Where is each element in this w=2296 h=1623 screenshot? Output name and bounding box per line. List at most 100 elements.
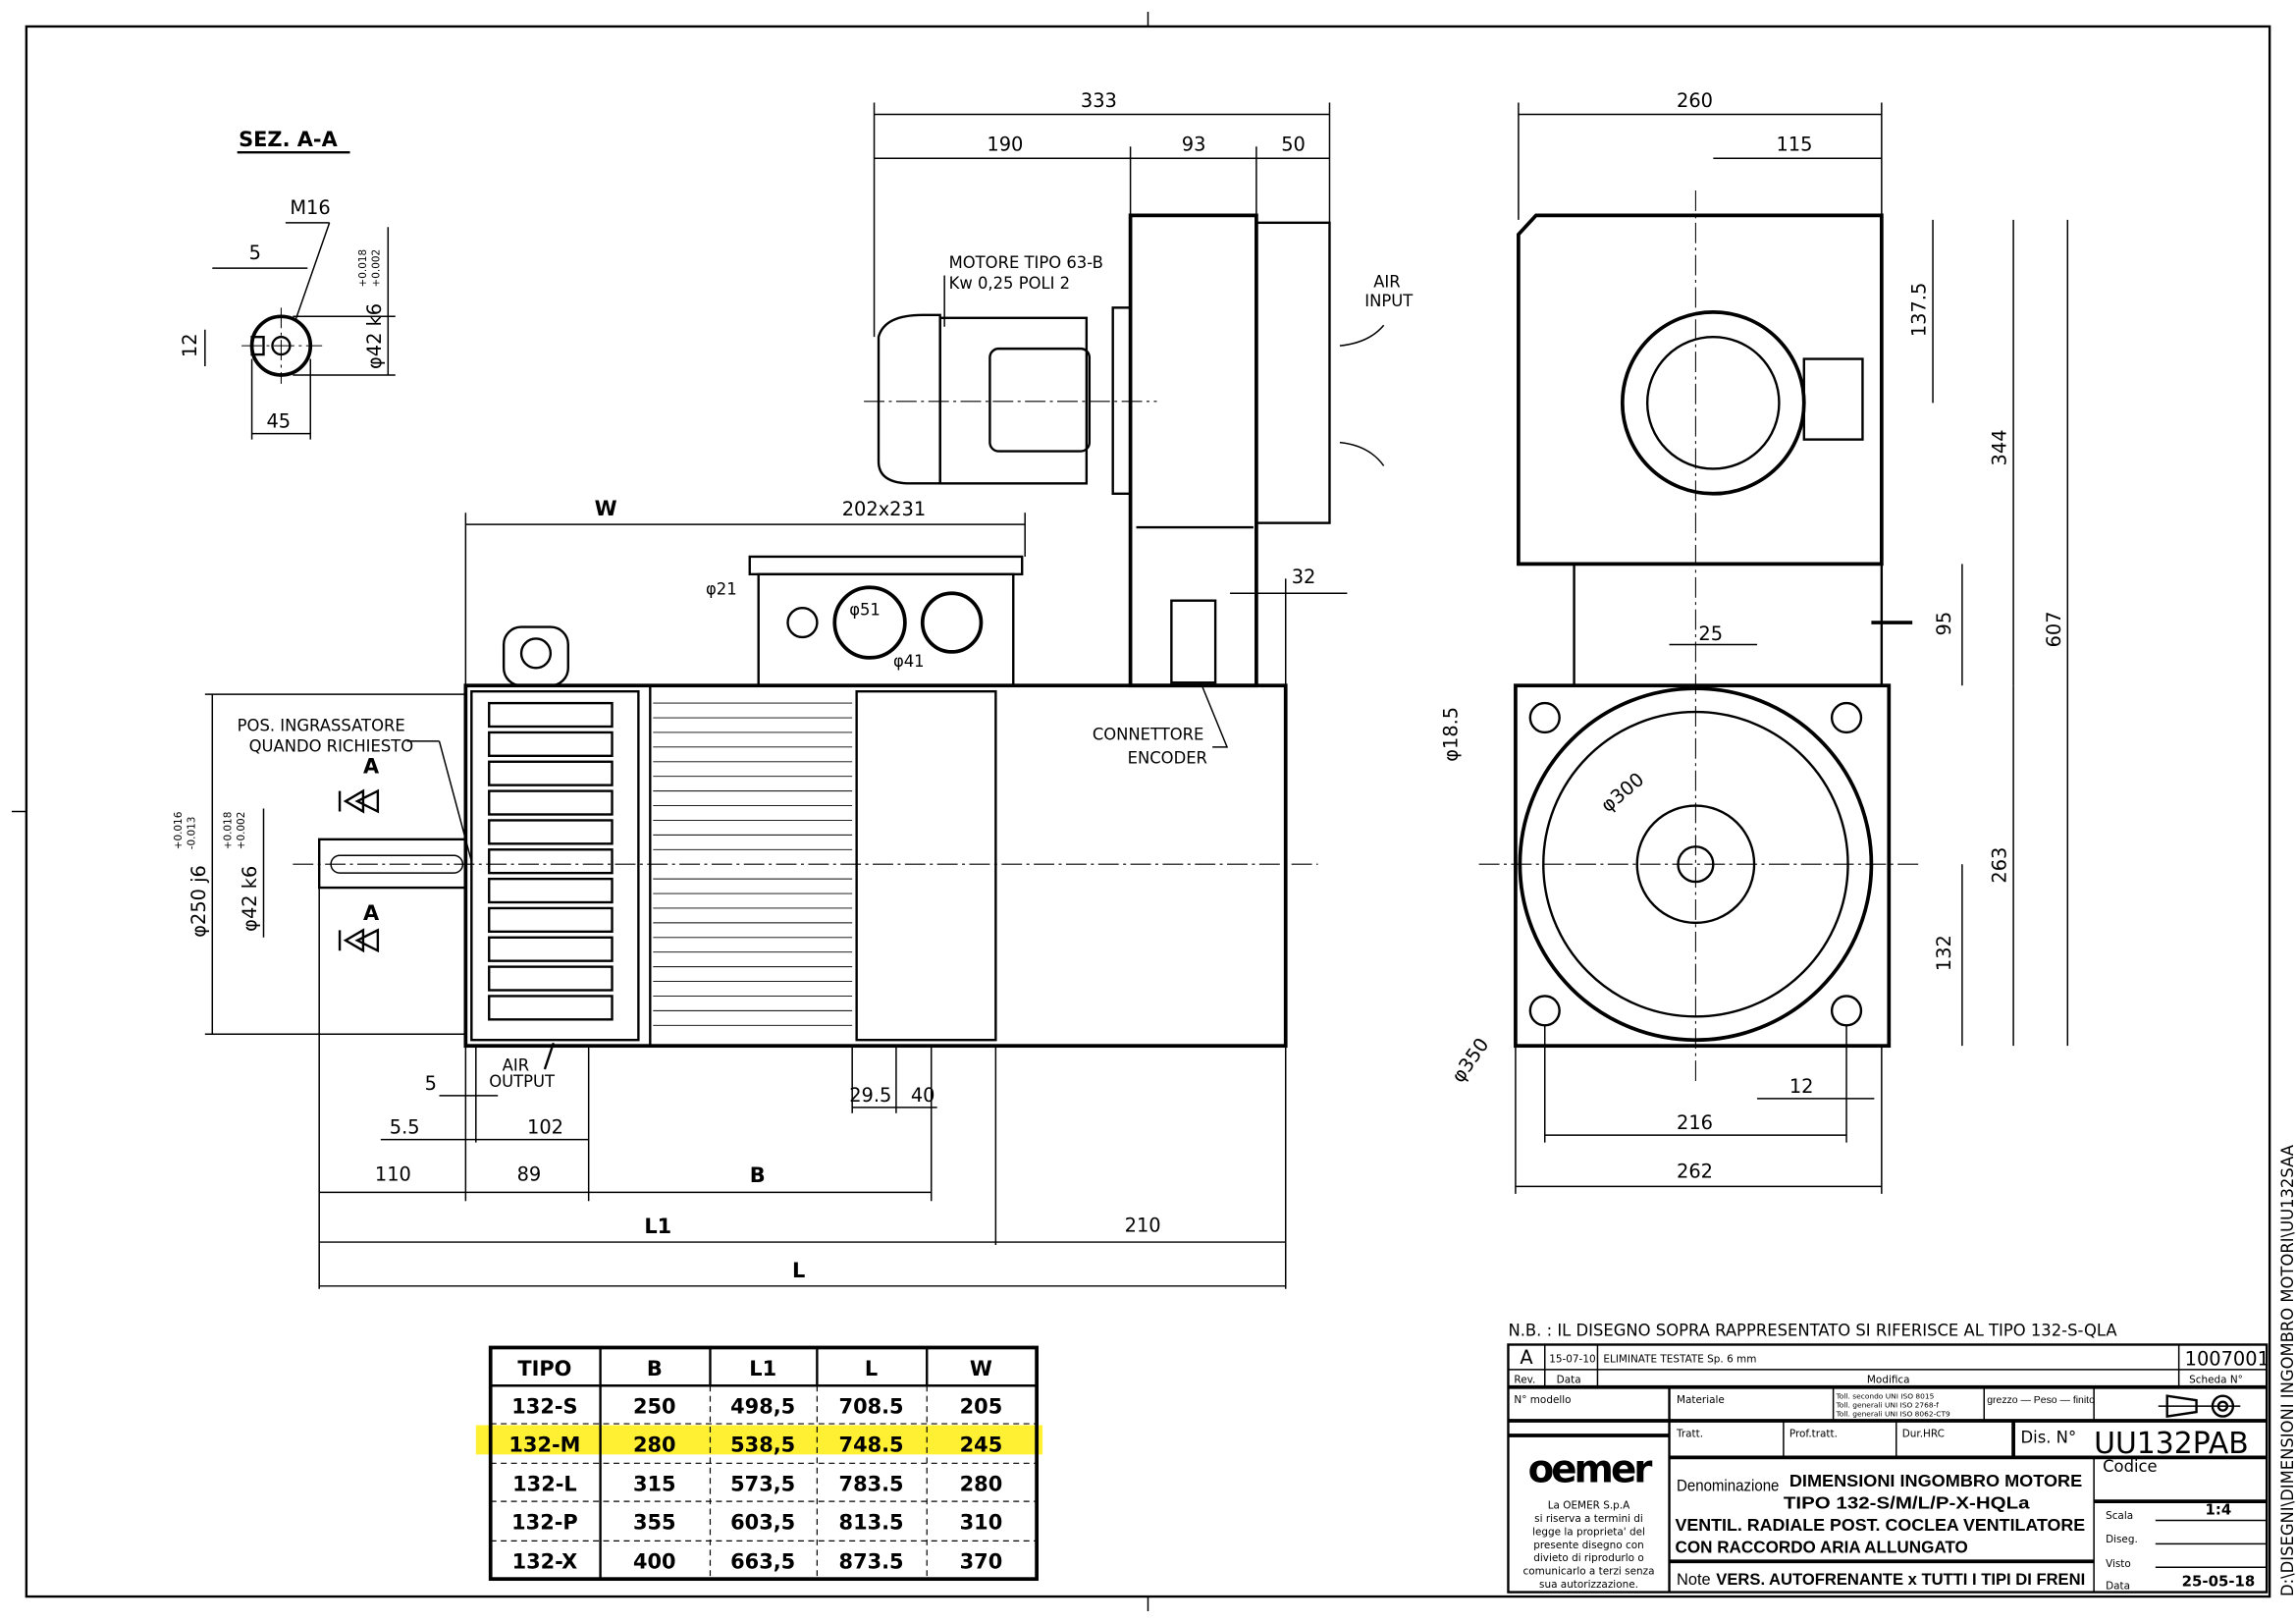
front-view: 260 115 137.5 344 607 95 25 φ18.5 φ300 2… <box>1439 89 2069 1194</box>
fan-cover-slots <box>488 701 614 1021</box>
dim-89: 89 <box>517 1163 542 1185</box>
dim-B: B <box>750 1163 766 1187</box>
rights-line: si riserva a termini di <box>1534 1513 1643 1525</box>
dim-50: 50 <box>1281 134 1306 156</box>
dim-phi300: φ300 <box>1596 768 1648 817</box>
table-cell: 708.5 <box>839 1395 904 1419</box>
scale-value: 1:4 <box>2206 1501 2232 1519</box>
drawing-note: N.B. : IL DISEGNO SOPRA RAPPRESENTATO SI… <box>1508 1322 2117 1340</box>
table-cell: 603,5 <box>730 1510 795 1534</box>
label-scala: Scala <box>2106 1510 2133 1522</box>
dim-W: W <box>595 497 617 520</box>
note-text: VERS. AUTOFRENANTE x TUTTI I TIPI DI FRE… <box>1716 1571 2085 1589</box>
label-diseg: Diseg. <box>2106 1534 2138 1545</box>
table-cell: 205 <box>960 1395 1003 1419</box>
dim-102: 102 <box>527 1116 563 1139</box>
table-cell: 748.5 <box>839 1433 904 1456</box>
dim-box: 202x231 <box>842 498 926 520</box>
section-arrow-top-icon <box>338 788 380 814</box>
denomination-3: VENTIL. RADIALE POST. COCLEA VENTILATORE <box>1676 1515 2086 1535</box>
denomination-4: CON RACCORDO ARIA ALLUNGATO <box>1676 1537 1968 1556</box>
dim-40: 40 <box>911 1084 935 1107</box>
dim-344: 344 <box>1989 429 2011 465</box>
table-cell: 873.5 <box>839 1550 904 1574</box>
table-cell: 498,5 <box>730 1395 795 1419</box>
side-view: A A POS. INGRASSATORE QUANDO RICHIESTO φ… <box>173 89 1414 1289</box>
encoder-note-1: CONNETTORE <box>1093 725 1204 743</box>
rights-line: presente disegno con <box>1533 1540 1643 1551</box>
table-header-w: W <box>970 1357 992 1380</box>
dim-607: 607 <box>2043 611 2065 647</box>
table-cell: 355 <box>633 1510 676 1534</box>
table-header-b: B <box>647 1357 663 1380</box>
dim-137-5: 137.5 <box>1908 283 1931 337</box>
label-dur: Dur.HRC <box>1902 1428 1945 1439</box>
front-dimensions: 260 115 137.5 344 607 95 25 φ18.5 φ300 2… <box>1439 89 2069 1194</box>
shaft-width-dim: 45 <box>266 410 291 433</box>
rights-line: La OEMER S.p.A <box>1548 1500 1630 1512</box>
motor-note-2: Kw 0,25 POLI 2 <box>949 274 1070 293</box>
table-cell: 783.5 <box>839 1473 904 1496</box>
dimension-table: TIPO B L1 L W 132-S 250 498,5 708.5 205 … <box>475 1345 1043 1582</box>
label-materiale: Materiale <box>1677 1394 1725 1406</box>
label-data: Data <box>1557 1374 1581 1385</box>
greaser-note-1: POS. INGRASSATORE <box>238 716 405 734</box>
tolerance-1: Toll. secondo UNI ISO 8015 <box>1836 1392 1935 1401</box>
label-modello: N° modello <box>1514 1394 1571 1406</box>
table-cell: 310 <box>960 1510 1003 1534</box>
rev-letter: A <box>1520 1346 1533 1369</box>
table-cell: 400 <box>633 1550 676 1574</box>
tolerance-2: Toll. generali UNI ISO 2768-f <box>1836 1401 1940 1410</box>
shaft-tol-lower: +0.002 <box>370 249 382 288</box>
shaft-tol-side-upper: +0.018 <box>223 812 235 850</box>
dim-5-5: 5.5 <box>390 1116 420 1139</box>
rights-line: divieto di riprodurlo o <box>1533 1552 1643 1564</box>
dim-262: 262 <box>1677 1160 1713 1182</box>
table-cell: 315 <box>633 1473 676 1496</box>
dim-phi18-5: φ18.5 <box>1439 707 1462 762</box>
cooling-fins <box>653 702 853 1026</box>
highlighted-row <box>475 1425 1043 1455</box>
denomination-2: TIPO 132-S/M/L/P-X-HQLa <box>1784 1493 2031 1513</box>
table-header-l: L <box>865 1357 878 1380</box>
dim-110: 110 <box>375 1163 411 1185</box>
encoder-note-2: ENCODER <box>1128 748 1207 767</box>
table-cell: 663,5 <box>730 1550 795 1574</box>
drawing-number: UU132PAB <box>2094 1427 2249 1461</box>
dim-phi51: φ51 <box>849 601 881 620</box>
rights-line: legge la proprieta' del <box>1532 1526 1645 1538</box>
projection-symbol-icon <box>2158 1394 2241 1418</box>
key-width-dim: 5 <box>249 242 261 264</box>
dim-190: 190 <box>987 134 1023 156</box>
dim-25: 25 <box>1698 622 1723 645</box>
table-cell: 538,5 <box>730 1433 795 1456</box>
table-cell: 132-S <box>511 1395 577 1419</box>
label-note: Note <box>1677 1571 1711 1589</box>
dim-29-5: 29.5 <box>849 1084 891 1107</box>
dim-32: 32 <box>1292 566 1316 588</box>
label-visto: Visto <box>2106 1558 2131 1570</box>
dim-phi41: φ41 <box>893 652 925 671</box>
shaft-dia-side-dim: φ42 k6 <box>239 866 261 932</box>
air-output-2: OUTPUT <box>489 1072 556 1091</box>
dim-93: 93 <box>1182 134 1206 156</box>
table-cell: 132-M <box>508 1433 580 1456</box>
dim-phi350: φ350 <box>1447 1034 1493 1087</box>
table-cell: 573,5 <box>730 1473 795 1496</box>
table-cell: 132-L <box>512 1473 577 1496</box>
flange-tol-upper: +0.016 <box>173 812 185 850</box>
dim-L1: L1 <box>644 1215 671 1238</box>
section-a-a: SEZ. A-A M16 5 12 45 φ42 k6 +0.018 +0.00… <box>179 128 396 440</box>
bottom-dimensions: 5 5.5 102 29.5 40 110 89 B L1 210 L <box>318 888 1287 1289</box>
drawing-frame <box>11 12 2271 1611</box>
label-data-2: Data <box>2106 1581 2130 1593</box>
table-cell: 280 <box>633 1433 676 1456</box>
shaft-dia-dim: φ42 k6 <box>363 303 386 369</box>
table-cell: 245 <box>960 1433 1003 1456</box>
dim-115: 115 <box>1776 134 1812 156</box>
tolerance-3: Toll. generali UNI ISO 8062-CT9 <box>1836 1410 1950 1419</box>
flange-tol-lower: -0.013 <box>186 817 197 850</box>
sheet-number: 1007001 <box>2185 1347 2269 1370</box>
flange-dia-dim: φ250 j6 <box>187 865 210 938</box>
